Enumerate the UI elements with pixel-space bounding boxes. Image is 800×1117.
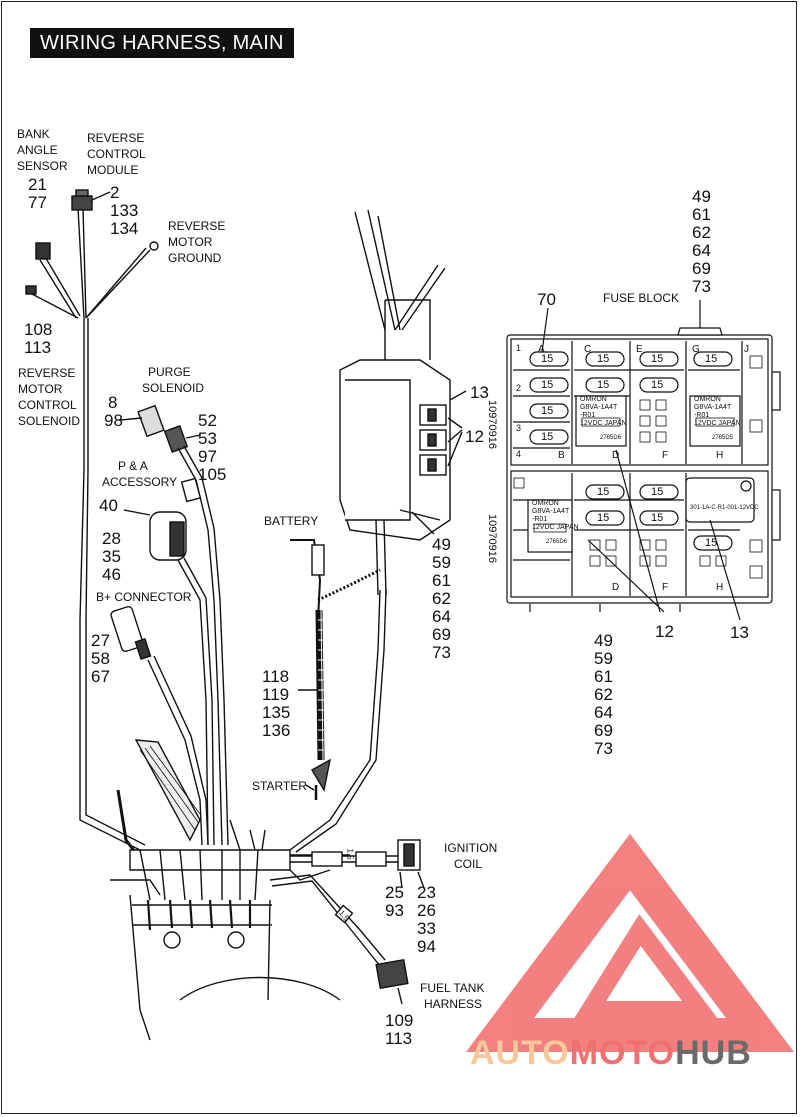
fuse-value: 15 [541, 431, 554, 443]
fuse-block-label: FUSE BLOCK [603, 291, 680, 305]
relay-12-callout: 12 [465, 427, 484, 446]
battery-label: BATTERY [264, 514, 319, 528]
fuse-col-e: E [636, 344, 643, 355]
fuse-value: 15 [705, 537, 718, 549]
b-plus-connector-label: B+ CONNECTOR [96, 590, 192, 604]
reverse-motor-control-solenoid-label: REVERSE MOTOR CONTROL SOLENOID [18, 366, 81, 428]
fuse-value: 15 [651, 486, 664, 498]
fuse-slots [529, 351, 733, 551]
fuse-col-c: C [584, 344, 592, 355]
fuse-col-d: D [612, 450, 620, 461]
fuse-col-g: G [692, 344, 700, 355]
relay-label: OMRON G8VA-1A4T -R01 12VDC JAPAN [532, 500, 579, 531]
fuse-value: 15 [597, 353, 610, 365]
fuse-col-f-lower: F [662, 582, 669, 593]
fuse-col-h: H [716, 450, 724, 461]
fuse-value: 15 [651, 512, 664, 524]
fuse-value: 15 [541, 379, 554, 391]
fuse-value: 15 [541, 353, 554, 365]
fuse-col-j: J [744, 344, 749, 355]
relay-13-callout: 13 [470, 383, 489, 402]
relay-code: 2765D6 [546, 539, 568, 545]
fuse-col-d-lower: D [612, 582, 620, 593]
fuse-col-a: A [538, 344, 545, 355]
ignition-wire-size: 1.5 [345, 848, 355, 860]
fuse-block-bottom-callout: 49 59 61 62 64 69 73 [594, 631, 613, 758]
reverse-module-callout: 2 133 134 [110, 183, 139, 238]
ignition-left-callout: 25 93 [385, 883, 404, 920]
fuse-col-h-lower: H [716, 582, 724, 593]
page-title: WIRING HARNESS, MAIN [30, 28, 294, 58]
reverse-control-module-label: REVERSE CONTROL MODULE [87, 131, 146, 177]
fuse-part-number-lower: 10970916 [486, 514, 498, 563]
reverse-solenoid-callout: 108 113 [24, 320, 53, 357]
pa-accessory-label: P & A ACCESSORY [102, 459, 178, 489]
ignition-right-callout: 23 26 33 94 [417, 883, 436, 956]
purge-left-callout: 8 98 [104, 393, 123, 430]
fuse-value: 15 [541, 405, 554, 417]
starter-label: STARTER [252, 779, 307, 793]
fuse-70-callout: 70 [537, 290, 556, 309]
watermark-logo-text: AUTOMOTOHUB [470, 1034, 752, 1072]
starter-cable-callout: 118 119 135 136 [262, 667, 291, 740]
fuse-block [506, 300, 781, 621]
fuse-row-4: 4 [516, 449, 522, 459]
ignition-coil-label: IGNITION COIL [444, 841, 498, 871]
relay-code: 2765D5 [712, 435, 734, 441]
purge-solenoid-label: PURGE SOLENOID [142, 365, 205, 395]
fuse-col-b: B [558, 450, 565, 461]
accessory-callout: 28 35 46 [102, 529, 121, 584]
relay-label: OMRON G8VA-1A4T -R01 12VDC JAPAN [580, 396, 627, 427]
relay-code: 2765D6 [600, 435, 622, 441]
accessory-40-callout: 40 [99, 496, 118, 515]
bank-angle-sensor-label: BANK ANGLE SENSOR [17, 127, 68, 173]
fuse-row-2: 2 [516, 383, 522, 393]
fuse-value: 15 [597, 486, 610, 498]
fuse-row-1: 1 [516, 343, 522, 353]
fuse-12-callout: 12 [655, 622, 674, 641]
fuse-value: 15 [597, 379, 610, 391]
module-callout: 49 59 61 62 64 69 73 [432, 535, 451, 662]
module-text: 301-1A-C-R1-001-12VDC [690, 505, 759, 511]
fuse-col-f: F [662, 450, 669, 461]
relay-label: OMRON G8VA-1A4T -R01 12VDC JAPAN [694, 396, 741, 427]
fuel-tank-harness-label: FUEL TANK HARNESS [420, 981, 485, 1011]
watermark-logo-icon [465, 833, 795, 1052]
fuse-13-callout: 13 [730, 623, 749, 642]
fuel-tank-callout: 109 113 [385, 1011, 414, 1048]
fuse-value: 15 [597, 512, 610, 524]
b-plus-callout: 27 58 67 [91, 631, 110, 686]
reverse-motor-ground-label: REVERSE MOTOR GROUND [168, 219, 226, 265]
fuse-block-top-callout: 49 61 62 64 69 73 [692, 187, 711, 296]
fuse-part-number: 10970916 [486, 400, 498, 449]
fuse-value: 15 [651, 353, 664, 365]
fuse-value: 15 [651, 379, 664, 391]
fuse-row-3: 3 [516, 423, 522, 433]
bank-angle-callout: 21 77 [28, 175, 47, 212]
fuse-value: 15 [705, 353, 718, 365]
purge-right-callout: 52 53 97 105 [198, 411, 227, 484]
